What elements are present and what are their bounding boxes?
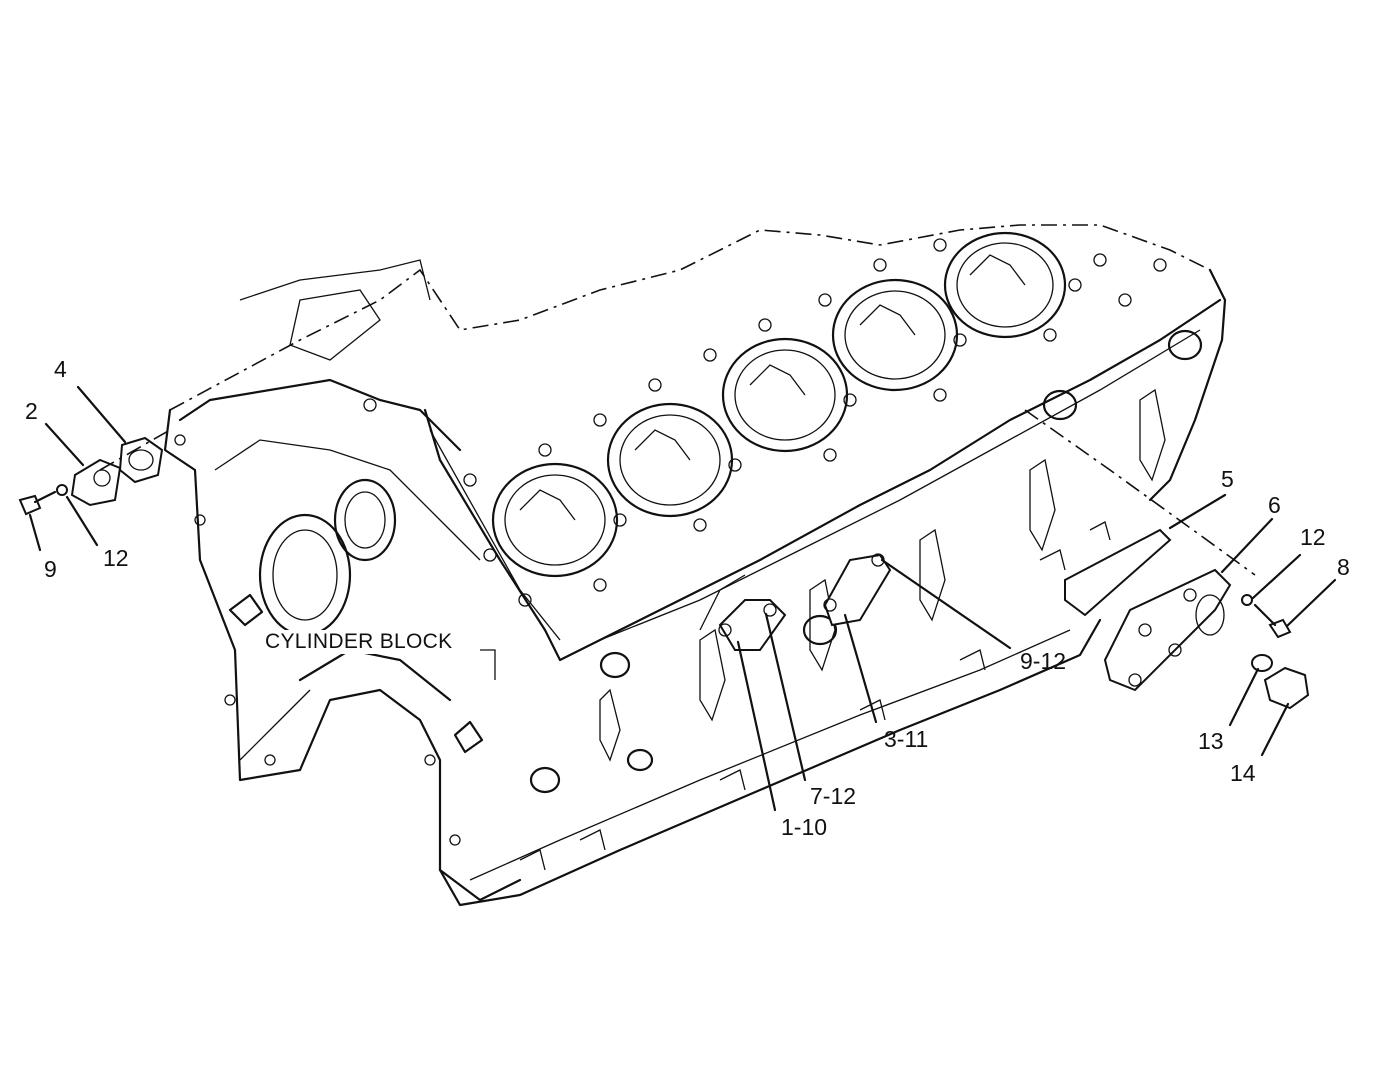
rear-cover-group (1064, 528, 1310, 710)
callout-2: 2 (25, 398, 38, 424)
callout-4: 4 (54, 356, 67, 382)
callout-12-right: 12 (1300, 524, 1326, 550)
callout-8: 8 (1337, 554, 1350, 580)
callout-5: 5 (1221, 466, 1234, 492)
cylinder-block-outline (163, 224, 1227, 907)
callout-1-10: 1-10 (781, 814, 828, 840)
callout-3-11: 3-11 (884, 726, 929, 752)
callout-7-12: 7-12 (810, 783, 857, 809)
callout-9-12: 9-12 (1020, 648, 1067, 674)
block-front-face (174, 259, 484, 846)
callout-12-left: 12 (103, 545, 129, 571)
deck-bolt-holes (463, 238, 1167, 607)
cylinder-bores (491, 231, 1067, 578)
callout-13: 13 (1198, 728, 1224, 754)
callout-9: 9 (44, 556, 57, 582)
leader-lines (28, 385, 1337, 812)
callout-6: 6 (1268, 492, 1281, 518)
centerline-left (99, 429, 171, 471)
cylinder-block-label: CYLINDER BLOCK (263, 630, 455, 654)
block-side-face (519, 329, 1203, 871)
callout-14: 14 (1230, 760, 1256, 786)
centerline (1024, 409, 1256, 576)
side-covers-group (699, 553, 892, 651)
label-leader (480, 649, 496, 680)
front-cover-group (18, 436, 164, 516)
